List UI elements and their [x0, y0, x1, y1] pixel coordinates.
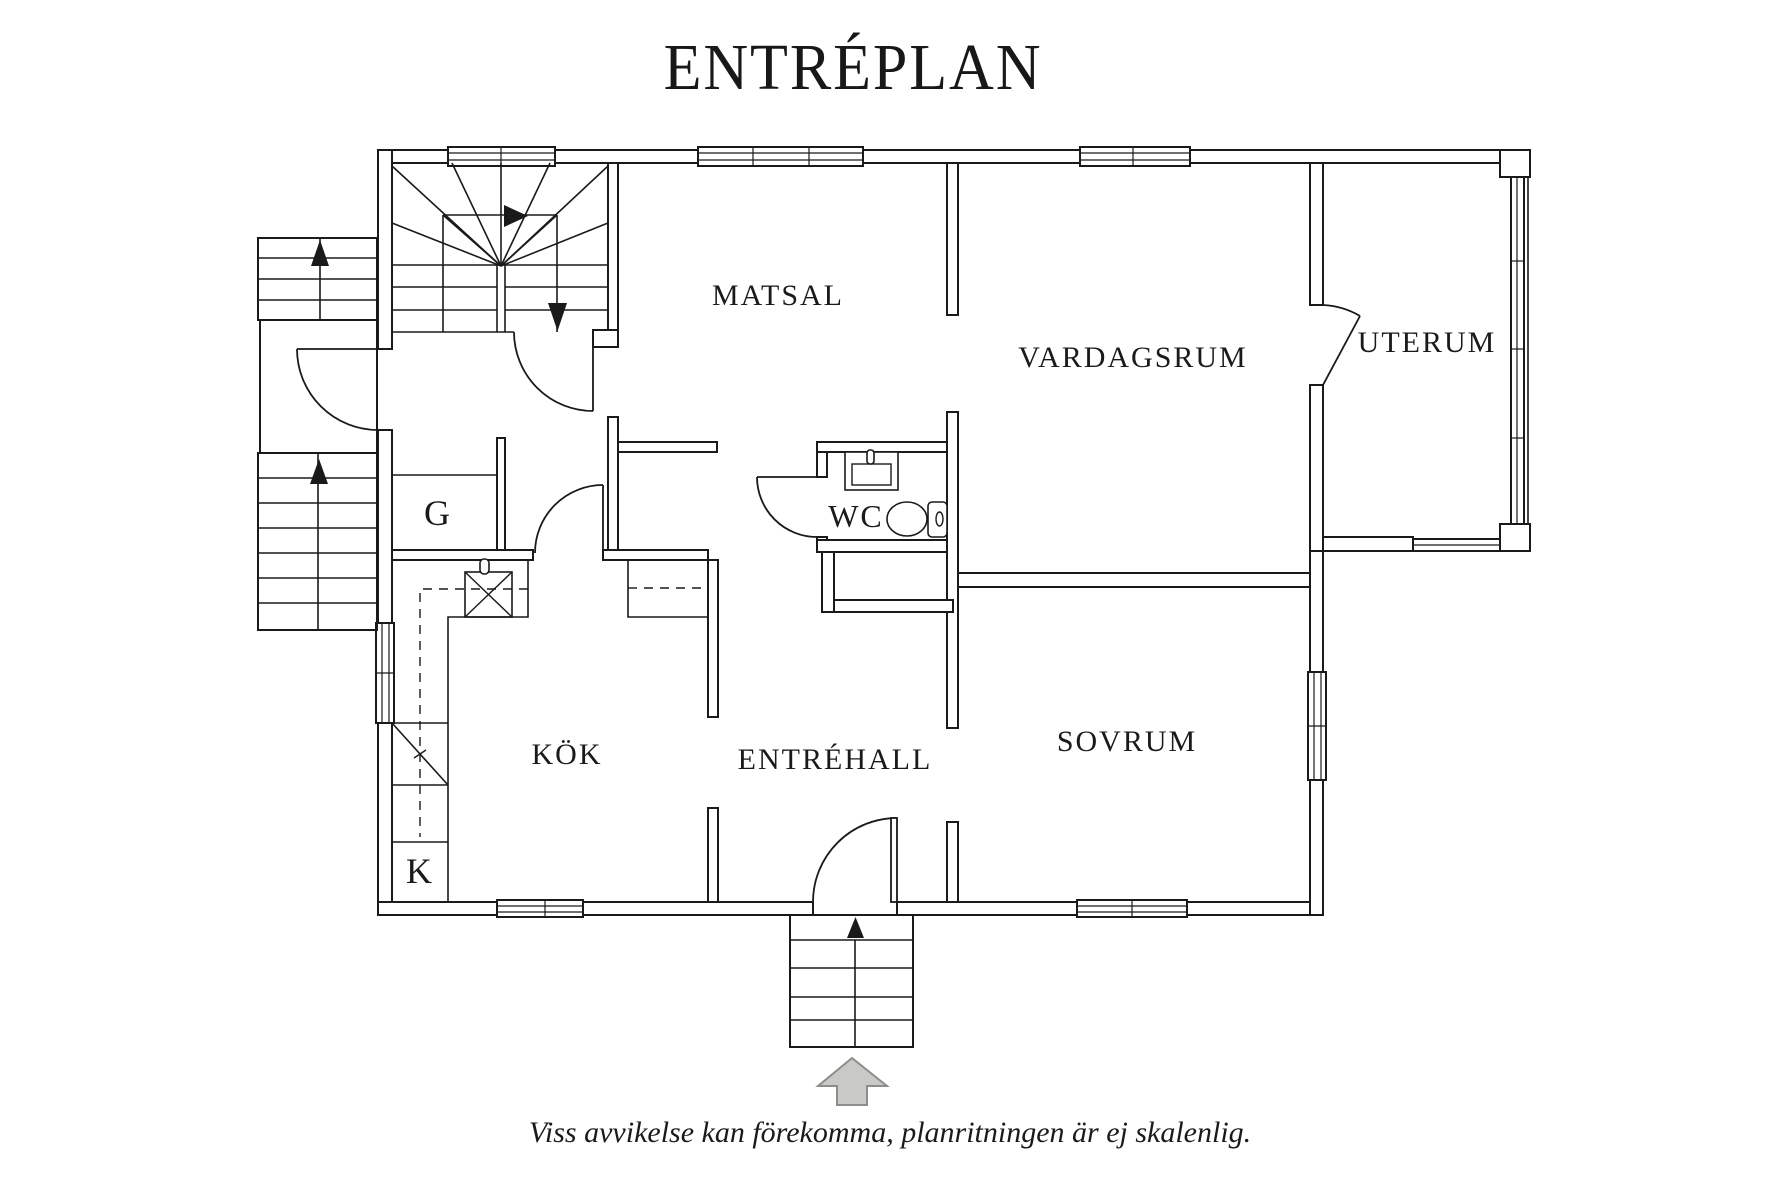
stair-bottom-door	[513, 331, 594, 412]
room-label-matsal: MATSAL	[712, 279, 844, 312]
g-kok-wall-left	[391, 549, 534, 561]
room-label-garderob: G	[424, 493, 452, 533]
toilet-tank	[927, 501, 948, 538]
stair-landing	[259, 319, 378, 454]
kok-hall-wall-lower	[707, 807, 719, 903]
interior-winder-stairs	[391, 162, 609, 333]
wc-door	[756, 476, 818, 538]
wc-bottom-wall	[816, 539, 948, 553]
interior-stairs-turn-arrow-icon	[504, 205, 528, 227]
wall-uterum-divider-upper	[1309, 162, 1324, 306]
room-label-sovrum: SOVRUM	[1057, 725, 1197, 758]
uterum-door	[1322, 304, 1361, 386]
wc-left-wall-upper	[816, 451, 828, 478]
entry-door	[812, 817, 898, 903]
kok-door	[534, 484, 604, 554]
window-kok-bottom	[496, 899, 584, 918]
doors	[296, 304, 1361, 903]
winder-fan-lines	[391, 162, 609, 267]
exterior-side-stairs	[257, 237, 378, 631]
toilet-flush-button	[935, 511, 944, 527]
hall-stub-wall	[607, 416, 619, 554]
window-vardagsrum-top	[1079, 146, 1191, 167]
room-label-wc: WC	[828, 498, 884, 534]
room-labels: MATSAL VARDAGSRUM UTERUM WC G KÖK ENTRÉH…	[406, 279, 1497, 891]
window-sovrum-bottom	[1076, 899, 1188, 918]
wall-right-upper	[1309, 536, 1324, 673]
wall-left-upper	[377, 149, 393, 350]
wc-fixtures	[844, 449, 948, 538]
kitchen-counter-right	[627, 560, 708, 618]
wc-faucet-icon	[866, 449, 875, 465]
page-title: ENTRÉPLAN	[663, 31, 1043, 104]
footer-disclaimer: Viss avvikelse kan förekomma, planritnin…	[528, 1116, 1252, 1149]
interior-walls	[391, 162, 1311, 903]
window-uterum-glass-wall	[1510, 176, 1525, 525]
room-label-kladkammare: K	[406, 851, 434, 891]
g-kok-wall-right	[602, 549, 709, 561]
wall-bottom-left	[377, 901, 814, 916]
exterior-walls	[377, 149, 1531, 916]
uterum-corner-post-top	[1499, 149, 1531, 178]
side-entrance-door	[296, 348, 379, 431]
window-matsal-top	[697, 146, 864, 167]
wc-top-wall	[816, 441, 948, 453]
stair-room-right-wall	[607, 162, 619, 331]
uterum-corner-post-bottom	[1499, 523, 1531, 552]
window-stairs-top	[447, 146, 556, 167]
exterior-lower-flight-arrow-icon	[310, 459, 328, 484]
wall-uterum-bottom	[1322, 536, 1414, 552]
kitchen-fixtures	[391, 558, 708, 902]
window-kok-left	[375, 622, 395, 724]
wall-left-middle	[377, 429, 393, 624]
matsal-hall-wall	[617, 441, 718, 453]
entry-steps-arrow-icon	[847, 917, 864, 938]
hall-sovrum-wall-lower	[946, 821, 959, 903]
kok-hall-wall-upper	[707, 559, 719, 718]
entry-steps	[789, 914, 914, 1048]
wall-right-lower	[1309, 779, 1324, 916]
wall-uterum-divider-lower	[1309, 384, 1324, 552]
counter-dashed-left	[419, 588, 528, 837]
window-uterum-bottom	[1412, 538, 1501, 552]
stair-wall-end-cap	[592, 329, 619, 348]
wc-nook-wall-vertical	[821, 551, 835, 613]
interior-stairs-down-arrow-icon	[548, 303, 567, 331]
matsal-vardagsrum-wall	[946, 162, 959, 316]
room-label-entrehall: ENTRÉHALL	[738, 743, 933, 776]
wc-nook-wall-horizontal	[833, 599, 954, 613]
room-label-vardagsrum: VARDAGSRUM	[1018, 341, 1248, 374]
wall-left-lower	[377, 722, 393, 916]
room-label-kok: KÖK	[532, 738, 603, 771]
exterior-upper-flight-arrow-icon	[311, 240, 329, 266]
windows	[375, 146, 1525, 918]
toilet-bowl	[886, 501, 928, 537]
main-entrance-arrow-icon	[815, 1056, 890, 1106]
kitchen-faucet-icon	[479, 558, 490, 575]
room-label-uterum: UTERUM	[1358, 326, 1497, 359]
window-sovrum-right	[1307, 671, 1327, 781]
g-closet-right-wall	[496, 437, 506, 551]
hall-center-wall	[946, 411, 959, 729]
vardagsrum-sovrum-wall	[957, 572, 1311, 588]
